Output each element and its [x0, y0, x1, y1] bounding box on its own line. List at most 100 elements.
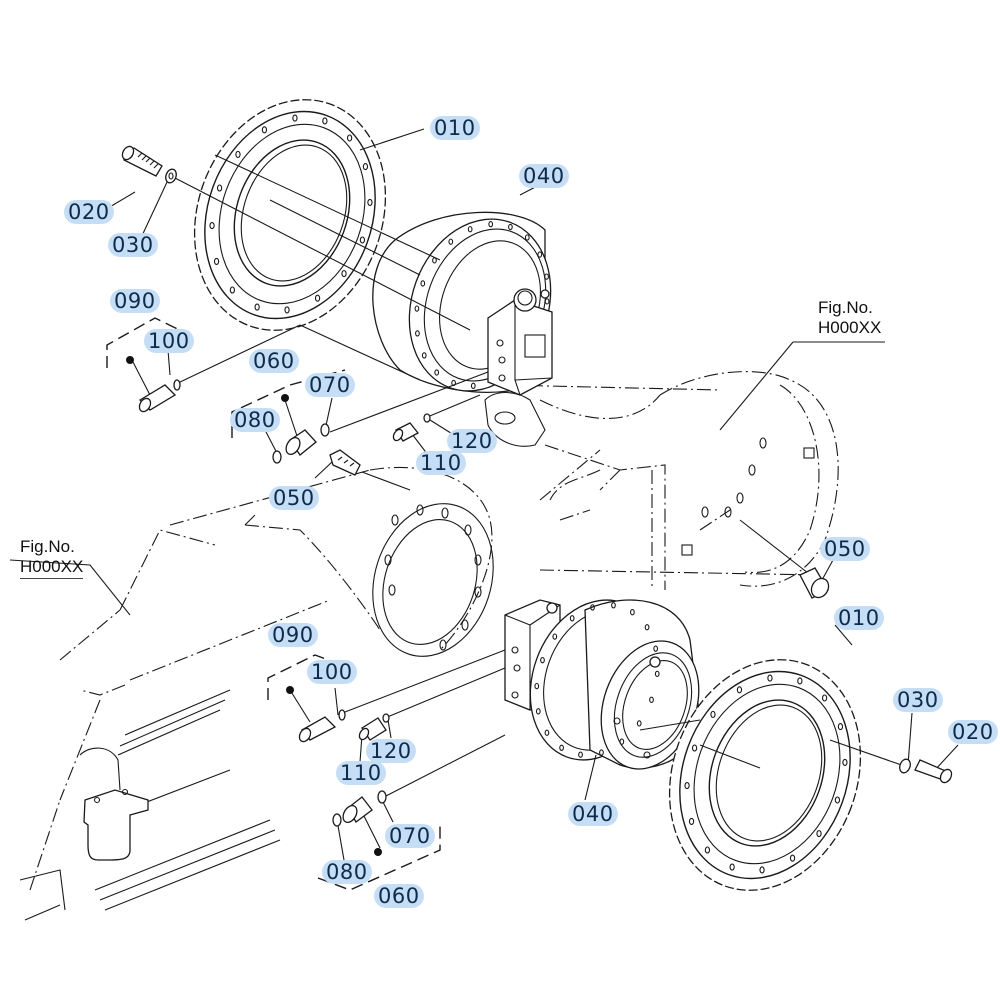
figure-reference-number: H000XX	[20, 557, 84, 579]
callout-050-right-grease-fitting[interactable]: 050	[820, 537, 870, 561]
bolt-hole	[540, 657, 545, 664]
bolt-hole	[559, 744, 564, 751]
sprocket-upper	[193, 99, 387, 331]
bolt-hole	[367, 198, 373, 206]
callout-120-upper-oring[interactable]: 120	[447, 429, 497, 453]
plug-110-upper	[392, 413, 431, 442]
bolt-hole	[470, 382, 476, 389]
bolt-hole	[544, 298, 550, 305]
bolt-hole	[569, 615, 575, 622]
callout-070-lower-oring[interactable]: 070	[385, 824, 435, 848]
bolt-hole	[599, 749, 604, 756]
bolt-hole	[797, 677, 803, 685]
track-frame-right	[484, 341, 885, 590]
bolt-hole	[688, 817, 695, 825]
callout-120-lower-oring[interactable]: 120	[366, 739, 416, 763]
bolt-hole	[314, 294, 321, 302]
bolt-hole	[684, 782, 690, 790]
bolt-hole	[537, 251, 543, 258]
bolt-hole	[448, 238, 454, 245]
callout-050-upper-grease-fitting[interactable]: 050	[269, 486, 319, 510]
bolt-020-lower	[914, 759, 953, 784]
bolt-hole	[524, 234, 530, 241]
bolt-hole	[235, 150, 241, 158]
bolt-hole	[414, 305, 420, 312]
callout-090-upper-fitting[interactable]: 090	[110, 289, 160, 313]
travel-motor-upper	[372, 211, 553, 396]
bolt-hole	[261, 126, 268, 134]
bolt-hole	[649, 696, 654, 703]
washer-030-upper	[165, 168, 177, 184]
figure-reference-label: Fig.No.	[20, 537, 75, 556]
bolt-hole	[691, 744, 698, 752]
bolt-hole	[710, 710, 716, 718]
callout-100-upper-oring[interactable]: 100	[144, 329, 194, 353]
plug-110-lower	[358, 713, 390, 741]
callout-030-lower-washer[interactable]: 030	[893, 688, 943, 712]
callout-090-lower-fitting[interactable]: 090	[268, 623, 318, 647]
callout-010-lower-sprocket[interactable]: 010	[834, 606, 884, 630]
bolt-hole	[209, 222, 215, 230]
bolt-hole	[216, 184, 223, 192]
bolt-hole	[467, 226, 473, 233]
callout-080-lower-oring[interactable]: 080	[322, 860, 372, 884]
bolt-hole	[636, 720, 642, 727]
bolt-hole	[619, 738, 625, 745]
bolt-hole	[552, 633, 558, 640]
bolt-hole	[544, 729, 550, 736]
callout-020-upper-bolt[interactable]: 020	[64, 200, 114, 224]
callout-070-upper-oring[interactable]: 070	[305, 373, 355, 397]
callout-060-upper-fitting[interactable]: 060	[249, 349, 299, 373]
bolt-hole	[590, 604, 595, 611]
bolt-hole	[578, 751, 583, 758]
callout-030-upper-washer[interactable]: 030	[108, 233, 158, 257]
bolt-hole	[611, 602, 616, 609]
callout-110-upper-plug[interactable]: 110	[416, 451, 466, 475]
callout-010-upper-sprocket[interactable]: 010	[430, 116, 480, 140]
bolt-hole	[292, 114, 298, 122]
bolt-hole	[736, 686, 743, 694]
callout-060-lower-fitting[interactable]: 060	[374, 884, 424, 908]
bolt-hole	[653, 645, 659, 652]
figure-reference-left[interactable]: Fig.No. H000XX	[20, 537, 84, 579]
bolt-hole	[842, 758, 848, 766]
bolt-hole	[729, 863, 735, 871]
callout-080-upper-oring[interactable]: 080	[230, 408, 280, 432]
bolt-hole	[362, 163, 369, 171]
callout-040-lower-motor[interactable]: 040	[568, 802, 618, 826]
bolt-hole	[284, 306, 290, 314]
bolt-hole	[544, 273, 549, 280]
leader-lines	[107, 128, 959, 861]
bolt-hole	[415, 330, 420, 337]
figure-reference-number: H000XX	[818, 318, 882, 337]
bolt-hole	[229, 286, 236, 294]
fitting-090-upper	[106, 317, 191, 413]
bolt-hole	[341, 270, 347, 278]
grease-fitting-050-upper	[329, 449, 361, 476]
callout-100-lower-oring[interactable]: 100	[307, 660, 357, 684]
bolt-hole	[322, 117, 328, 125]
bolt-hole	[213, 257, 220, 265]
callout-020-lower-bolt[interactable]: 020	[948, 720, 998, 744]
bolt-hole	[535, 708, 541, 715]
bolt-hole	[644, 624, 650, 631]
bolt-hole	[759, 866, 765, 874]
bolt-020-upper	[121, 145, 163, 177]
bolt-hole	[488, 221, 494, 228]
bolt-hole	[630, 609, 635, 616]
bolt-hole	[704, 846, 711, 854]
bolt-hole	[254, 303, 260, 311]
bolt-hole	[821, 694, 828, 702]
bolt-hole	[767, 674, 773, 682]
figure-reference-right[interactable]: Fig.No. H000XX	[818, 298, 881, 338]
bolt-hole	[346, 134, 353, 142]
callout-110-lower-plug[interactable]: 110	[336, 761, 386, 785]
figure-reference-label: Fig.No.	[818, 298, 873, 317]
washer-030-lower	[899, 758, 911, 774]
bolt-hole	[789, 854, 796, 862]
bolt-hole	[834, 796, 841, 804]
callout-040-upper-motor[interactable]: 040	[519, 164, 569, 188]
bolt-hole	[837, 723, 844, 731]
